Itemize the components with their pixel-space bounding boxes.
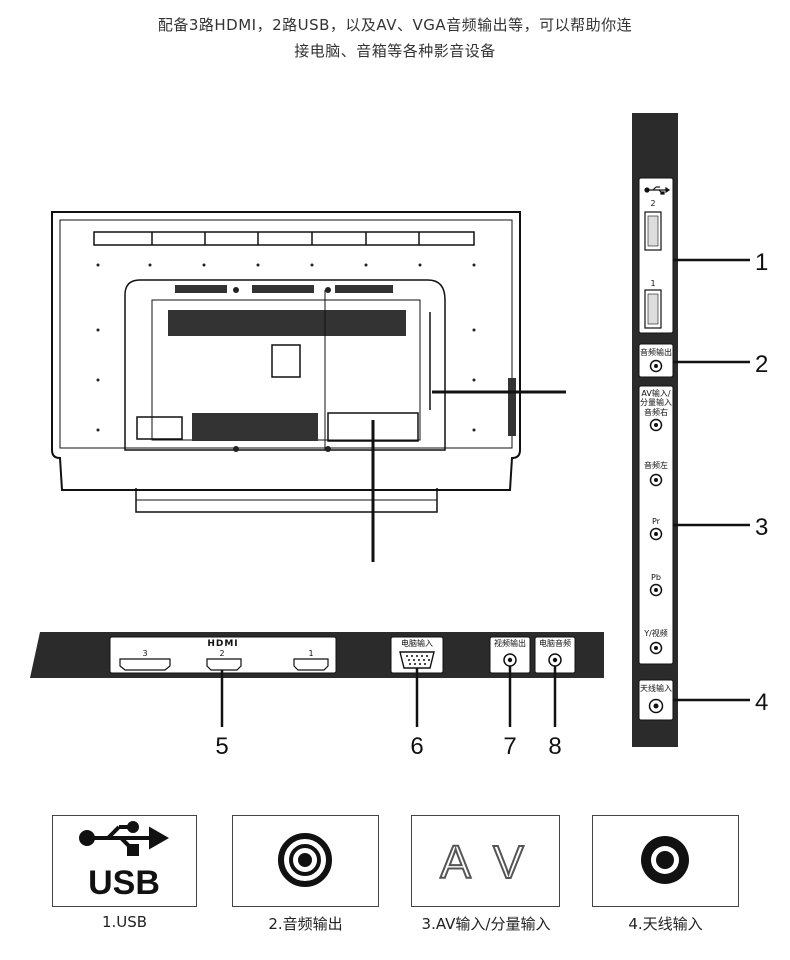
callout-6: 6: [410, 733, 423, 760]
y-video-jack-core: [654, 646, 658, 650]
usb-port-1-inner: [647, 293, 659, 325]
audio-left-label: 音频左: [644, 460, 668, 470]
y-video-label: Y/视频: [643, 628, 668, 638]
pr-jack-core: [654, 532, 658, 536]
usb-port-2-inner: [647, 215, 659, 247]
antenna-caption: 4.天线输入: [628, 915, 703, 933]
video-out-label: 视频输出: [494, 638, 526, 648]
usb-port-1-label: 1: [650, 279, 655, 288]
audio-right-label: 音频右: [644, 407, 668, 417]
audio-out-icon: [278, 833, 332, 887]
bottom-port-panel: HDMI 3 2 1 电脑输入 视频输出 电脑音频: [30, 632, 604, 678]
component-input-label: 分量输入: [640, 397, 672, 407]
usb-symbol-icon: [644, 186, 671, 195]
audio-out-legend-card: [232, 815, 379, 907]
callout-8: 8: [548, 733, 561, 760]
hdmi-logo: HDMI: [207, 639, 238, 649]
audio-out-jack-core: [654, 364, 658, 368]
av-legend-card: A V: [411, 815, 560, 907]
callout-5: 5: [215, 733, 228, 760]
hdmi-port-1[interactable]: [293, 658, 329, 671]
audio-out-caption: 2.音频输出: [268, 915, 343, 933]
antenna-legend-card: [592, 815, 739, 907]
callout-1: 1: [755, 249, 768, 276]
antenna-label: 天线输入: [640, 683, 672, 693]
usb-port-2-label: 2: [650, 199, 655, 208]
av-icon: A V: [439, 835, 530, 889]
headline-line-1: 配备3路HDMI，2路USB，以及AV、VGA音频输出等，可以帮助你连: [157, 16, 633, 34]
hdmi-port-2-label: 2: [219, 649, 224, 658]
av-caption: 3.AV输入/分量输入: [421, 915, 551, 933]
audio-out-label: 音频输出: [640, 347, 672, 357]
callout-3: 3: [755, 514, 768, 541]
audio-left-jack-core: [654, 478, 658, 482]
side-port-panel: 2 1 音频输出 AV输入/ 分量输入 音频右 音频左 Pr Pb Y/视频 天…: [632, 113, 678, 747]
pr-label: Pr: [652, 517, 661, 526]
hdmi-port-3-label: 3: [142, 649, 147, 658]
hdmi-port-1-label: 1: [308, 649, 313, 658]
antenna-icon: [641, 836, 689, 884]
callout-2: 2: [755, 351, 768, 378]
usb-icon-text: USB: [88, 864, 160, 902]
tv-screw-dots: [96, 263, 476, 452]
pc-input-label: 电脑输入: [401, 638, 433, 648]
callout-7: 7: [503, 733, 516, 760]
callout-4: 4: [755, 689, 768, 716]
hdmi-port-2[interactable]: [206, 658, 242, 671]
side-callout-lines: [673, 258, 750, 702]
usb-legend-card: USB: [52, 815, 197, 907]
tv-back-illustration: [51, 211, 521, 513]
av-icon-text: A V: [440, 836, 530, 888]
usb-caption: 1.USB: [101, 913, 148, 931]
usb-icon: USB: [79, 821, 170, 902]
headline-line-2: 接电脑、音箱等各种影音设备: [294, 42, 496, 60]
tv-grille-blocks: [136, 285, 516, 450]
bottom-callout-lines: [220, 666, 557, 727]
antenna-jack-core: [653, 703, 659, 709]
pb-jack-core: [654, 588, 658, 592]
tv-leader-lines: [371, 390, 566, 562]
vga-pins: [406, 655, 430, 665]
av-input-label: AV输入/: [641, 388, 670, 398]
pc-audio-jack-core: [552, 657, 558, 663]
pc-audio-label: 电脑音频: [539, 638, 571, 648]
audio-right-jack-core: [654, 423, 658, 427]
video-out-jack-core: [507, 657, 513, 663]
hdmi-port-3[interactable]: [119, 658, 171, 671]
pb-label: Pb: [651, 573, 661, 582]
